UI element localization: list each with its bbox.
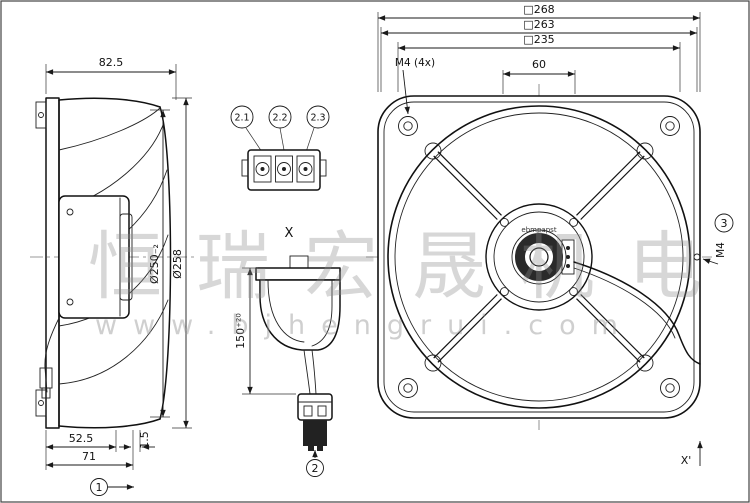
- front-view: ebmpapst □268 □263 □235 M4 (4x): [366, 3, 734, 467]
- ref-2-balloon: [306, 459, 324, 477]
- mount-foot-top: [35, 101, 47, 129]
- bracket-inner-2: [311, 279, 333, 347]
- front-dim-top-label: 60: [532, 58, 546, 71]
- strut-boss-tl: [424, 142, 442, 160]
- side-dim-gap-label: 1.5: [138, 431, 151, 449]
- pin2-label: 2.2: [272, 113, 287, 124]
- side-dim-depth-label: 82.5: [99, 56, 124, 69]
- bracket-body: [259, 279, 341, 351]
- front-dim-mid-label: □263: [523, 18, 554, 31]
- front-lead-wire-2: [573, 267, 676, 339]
- blade-bottom-edge: [58, 418, 161, 429]
- front-dim-holes-label: □235: [523, 33, 554, 46]
- bracket-inner-1: [267, 279, 305, 343]
- view-x-label: X: [285, 226, 294, 241]
- ref-3-label: 3: [721, 217, 728, 230]
- side-thread-label: M4: [715, 242, 727, 258]
- blade-curve-1: [58, 107, 161, 151]
- venturi-inner: [394, 112, 684, 402]
- mount-hole-top: [38, 112, 44, 118]
- strut-boss-bl: [424, 354, 442, 372]
- side-dim-total-label: 71: [82, 450, 96, 463]
- side-thread-hole: [693, 253, 701, 261]
- side-dim-blade-dia-label: Ø250₋₂: [148, 244, 161, 284]
- side-view-dimensions: 82.5 Ø250₋₂ Ø258 52.5 1.5 71 1: [45, 56, 192, 496]
- hub-ring: [493, 211, 585, 303]
- cable-line-1: [303, 349, 311, 395]
- side-dim-plate-label: 52.5: [69, 432, 94, 445]
- strut-boss-br: [636, 354, 654, 372]
- motor-cap: [119, 213, 133, 301]
- bracket-detail: 150⁺²⁰ 2: [234, 255, 341, 477]
- front-dim-outer-label: □268: [523, 3, 554, 16]
- bracket-flange: [255, 267, 341, 281]
- mount-foot-bottom: [35, 389, 47, 417]
- cable-length-label: 150⁺²⁰: [234, 313, 247, 349]
- motor-bolt-bottom: [66, 298, 74, 306]
- terminal-3: [296, 155, 315, 183]
- terminal-1: [253, 155, 272, 183]
- ref-1-label: 1: [96, 481, 103, 494]
- pin1-label: 2.1: [234, 113, 249, 124]
- venturi-outer: [387, 105, 691, 409]
- shaft-center: [529, 247, 549, 267]
- front-view-dimensions: □268 □263 □235 M4 (4x) 60 3 M4 X': [377, 3, 734, 467]
- front-thread-note-label: M4 (4x): [395, 57, 435, 69]
- pin1-balloon: [230, 105, 254, 129]
- motor-body: [58, 195, 130, 319]
- front-lead-wire: [573, 261, 701, 365]
- side-view: 82.5 Ø250₋₂ Ø258 52.5 1.5 71 1: [30, 56, 198, 496]
- hub-terminal-box: [561, 239, 575, 275]
- bearing-ring: [515, 233, 563, 281]
- hub-brand-label: ebmpapst: [521, 226, 556, 234]
- terminal-tab-left: [241, 159, 249, 177]
- pin3-label: 2.3: [310, 113, 325, 124]
- strut-boss-tr: [636, 142, 654, 160]
- guard-struts: [433, 151, 645, 363]
- terminal-2: [275, 155, 293, 183]
- corner-holes: [398, 116, 680, 398]
- section-x-prime-label: X': [681, 454, 692, 467]
- terminal-tab-right: [319, 159, 327, 177]
- connector-detail: 2.1 2.2 2.3 X: [230, 105, 330, 241]
- side-dim-outer-dia-label: Ø258: [171, 249, 184, 279]
- wire-plug-tip: [41, 387, 51, 399]
- plug-connector: [303, 420, 327, 446]
- motor-bolt-top: [66, 208, 74, 216]
- ref-3-balloon: [714, 213, 734, 233]
- pin3-balloon: [306, 105, 330, 129]
- ref-1-balloon: [90, 478, 108, 496]
- cable-line-2: [311, 349, 317, 395]
- plug-housing: [297, 393, 333, 421]
- mount-hole-bottom: [38, 400, 44, 406]
- ref-2-label: 2: [312, 462, 319, 475]
- blade-top-edge: [58, 97, 161, 108]
